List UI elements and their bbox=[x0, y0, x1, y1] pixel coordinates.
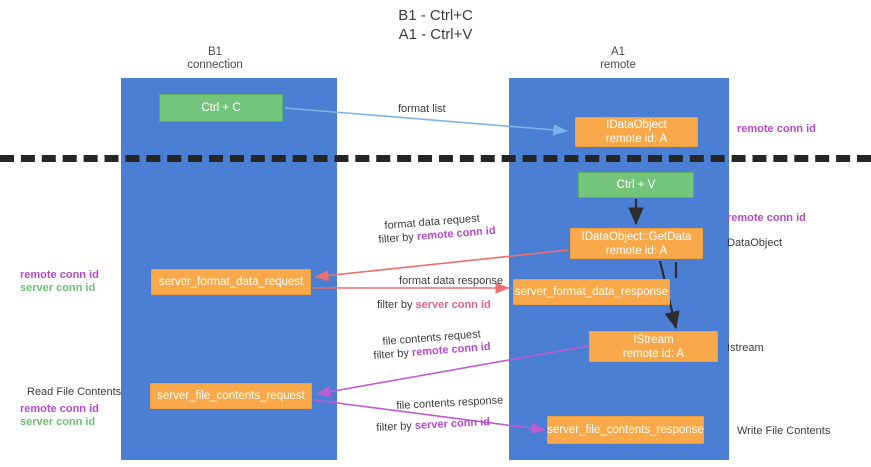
edge-label-file-contents-response-filter: filter by server conn id bbox=[376, 415, 490, 435]
node-ctrl-v-label: Ctrl + V bbox=[616, 179, 656, 191]
page-title: B1 - Ctrl+C A1 - Ctrl+V bbox=[0, 6, 871, 44]
edge-label-format-data-response: format data response bbox=[399, 275, 503, 287]
section-divider bbox=[0, 155, 871, 162]
node-server-file-contents-request[interactable]: server_file_contents_request bbox=[150, 383, 312, 409]
edge-label-format-list: format list bbox=[398, 103, 446, 115]
node-server-file-contents-response[interactable]: server_file_contents_response bbox=[547, 416, 704, 444]
node-istream-sublabel: remote id: A bbox=[622, 347, 685, 360]
node-getdata-label: IDataObject::GetData bbox=[581, 230, 692, 243]
node-idataobject-getdata[interactable]: IDataObject::GetData remote id: A bbox=[570, 228, 703, 259]
annotation-left-server-conn-id-1: server conn id bbox=[20, 282, 96, 294]
node-ctrl-v[interactable]: Ctrl + V bbox=[578, 172, 694, 198]
annotation-dataobject: DataObject bbox=[727, 237, 783, 249]
node-idataobject-sublabel: remote id: A bbox=[605, 133, 668, 145]
annotation-istream: Istream bbox=[727, 342, 764, 354]
node-server-format-data-response[interactable]: server_format_data_response bbox=[513, 279, 670, 305]
edge-label-format-data-response-filter: filter by server conn id bbox=[377, 298, 491, 312]
node-server-file-contents-request-label: server_file_contents_request bbox=[157, 390, 305, 402]
annotation-left-server-conn-id-2: server conn id bbox=[20, 416, 96, 428]
filter-prefix: filter by bbox=[378, 230, 418, 246]
column-header-a1-role: remote bbox=[600, 59, 636, 71]
node-server-file-contents-response-label: server_file_contents_response bbox=[547, 424, 704, 436]
filter-value-server-conn-id: server conn id bbox=[414, 416, 491, 432]
edge-label-file-contents-response: file contents response bbox=[396, 394, 504, 412]
filter-prefix: filter by bbox=[373, 346, 413, 362]
node-idataobject-label: IDataObject bbox=[606, 119, 667, 131]
column-header-b1: B1 connection bbox=[125, 46, 305, 72]
annotation-left-remote-conn-id-2: remote conn id bbox=[20, 403, 99, 415]
node-istream[interactable]: IStream remote id: A bbox=[589, 331, 718, 362]
node-istream-label: IStream bbox=[633, 333, 674, 346]
annotation-remote-conn-id-mid: remote conn id bbox=[727, 212, 806, 224]
filter-value-server-conn-id: server conn id bbox=[415, 299, 491, 311]
annotation-remote-conn-id-top: remote conn id bbox=[737, 123, 816, 135]
column-header-b1-role: connection bbox=[187, 59, 243, 71]
filter-prefix: filter by bbox=[376, 419, 416, 434]
column-header-a1-name: A1 bbox=[610, 46, 626, 58]
annotation-read-file-contents: Read File Contents bbox=[27, 386, 122, 398]
title-line-1: B1 - Ctrl+C bbox=[398, 7, 473, 24]
filter-prefix: filter by bbox=[377, 299, 416, 311]
node-server-format-data-response-label: server_format_data_response bbox=[514, 286, 669, 298]
annotation-write-file-contents: Write File Contents bbox=[737, 425, 831, 437]
column-header-b1-name: B1 bbox=[207, 46, 223, 58]
title-line-2: A1 - Ctrl+V bbox=[398, 26, 473, 43]
node-server-format-data-request[interactable]: server_format_data_request bbox=[151, 269, 311, 295]
node-ctrl-c[interactable]: Ctrl + C bbox=[159, 94, 283, 122]
node-ctrl-c-label: Ctrl + C bbox=[201, 102, 241, 114]
node-server-format-data-request-label: server_format_data_request bbox=[158, 276, 304, 288]
node-getdata-sublabel: remote id: A bbox=[605, 244, 668, 257]
node-idataobject[interactable]: IDataObject remote id: A bbox=[575, 117, 698, 147]
annotation-left-remote-conn-id-1: remote conn id bbox=[20, 269, 99, 281]
column-header-a1: A1 remote bbox=[528, 46, 708, 72]
